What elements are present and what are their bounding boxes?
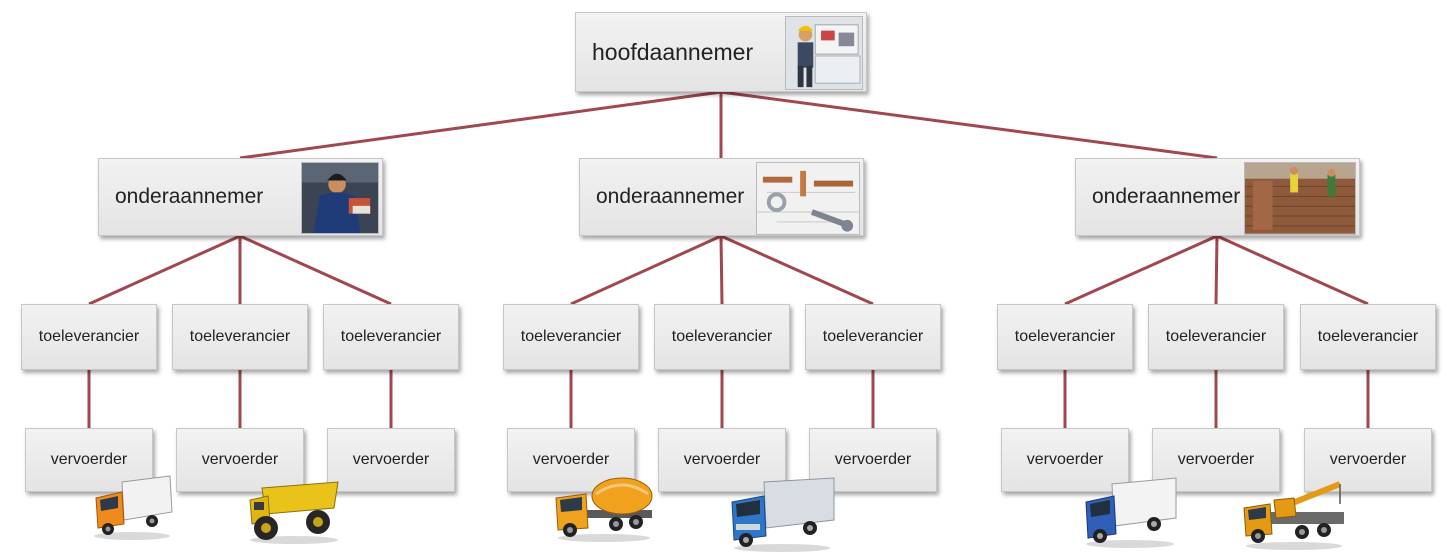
node-toeleverancier-1: toeleverancier — [21, 304, 157, 370]
node-label: vervoerder — [1177, 451, 1255, 468]
node-label: vervoerder — [532, 451, 610, 468]
node-label: toeleverancier — [671, 328, 773, 345]
node-label: vervoerder — [1026, 451, 1104, 468]
plumbing-tools-photo-icon — [756, 162, 860, 235]
connector-sub1-sup3 — [239, 234, 392, 306]
node-label: vervoerder — [201, 451, 279, 468]
crane-truck-icon — [1243, 481, 1344, 550]
node-label: vervoerder — [352, 451, 430, 468]
node-toeleverancier-9: toeleverancier — [1300, 304, 1436, 370]
connector-sub3-sup1 — [1064, 234, 1218, 306]
cement-mixer-truck-icon — [555, 477, 653, 542]
delivery-truck-icon — [731, 477, 835, 552]
connector-sub3-sup3 — [1216, 234, 1369, 306]
node-onderaannemer-3: onderaannemer — [1075, 158, 1360, 236]
node-onderaannemer-1: onderaannemer — [98, 158, 383, 236]
node-label: vervoerder — [834, 451, 912, 468]
node-toeleverancier-4: toeleverancier — [503, 304, 639, 370]
node-label: vervoerder — [50, 451, 128, 468]
connector-sub2-sup1 — [570, 234, 722, 306]
node-vervoerder-9: vervoerder — [1304, 428, 1432, 492]
node-toeleverancier-8: toeleverancier — [1148, 304, 1284, 370]
node-vervoerder-2: vervoerder — [176, 428, 304, 492]
node-toeleverancier-6: toeleverancier — [805, 304, 941, 370]
node-label: onderaannemer — [115, 185, 264, 208]
node-vervoerder-3: vervoerder — [327, 428, 455, 492]
node-label: onderaannemer — [1092, 185, 1241, 208]
node-label: vervoerder — [683, 451, 761, 468]
van-icon — [1085, 477, 1177, 548]
node-label: toeleverancier — [1165, 328, 1267, 345]
node-label: toeleverancier — [38, 328, 140, 345]
dump-truck-icon — [249, 481, 339, 544]
connector-sub2-sup3 — [720, 234, 874, 306]
connector-root-sub-3 — [720, 90, 1218, 160]
node-label: toeleverancier — [520, 328, 622, 345]
node-label: hoofdaannemer — [592, 38, 754, 65]
node-label: vervoerder — [1329, 451, 1407, 468]
connector-sub3-sup2 — [1214, 235, 1219, 305]
node-vervoerder-7: vervoerder — [1001, 428, 1129, 492]
node-vervoerder-5: vervoerder — [658, 428, 786, 492]
node-label: toeleverancier — [1014, 328, 1116, 345]
node-label: toeleverancier — [822, 328, 924, 345]
construction-worker-photo-icon — [785, 16, 863, 91]
node-toeleverancier-5: toeleverancier — [654, 304, 790, 370]
node-label: onderaannemer — [596, 185, 745, 208]
node-onderaannemer-2: onderaannemer — [579, 158, 864, 236]
node-label: toeleverancier — [1317, 328, 1419, 345]
node-hoofdaannemer: hoofdaannemer — [575, 12, 867, 92]
box-truck-icon — [94, 475, 173, 540]
node-label: toeleverancier — [340, 328, 442, 345]
node-toeleverancier-2: toeleverancier — [172, 304, 308, 370]
node-label: toeleverancier — [189, 328, 291, 345]
connector-sub1-sup1 — [88, 234, 241, 306]
node-toeleverancier-3: toeleverancier — [323, 304, 459, 370]
mechanic-photo-icon — [301, 162, 379, 235]
connector-root-sub-1 — [239, 90, 722, 160]
connector-sub2-sup2 — [719, 235, 724, 305]
bricklaying-photo-icon — [1244, 162, 1356, 235]
node-toeleverancier-7: toeleverancier — [997, 304, 1133, 370]
